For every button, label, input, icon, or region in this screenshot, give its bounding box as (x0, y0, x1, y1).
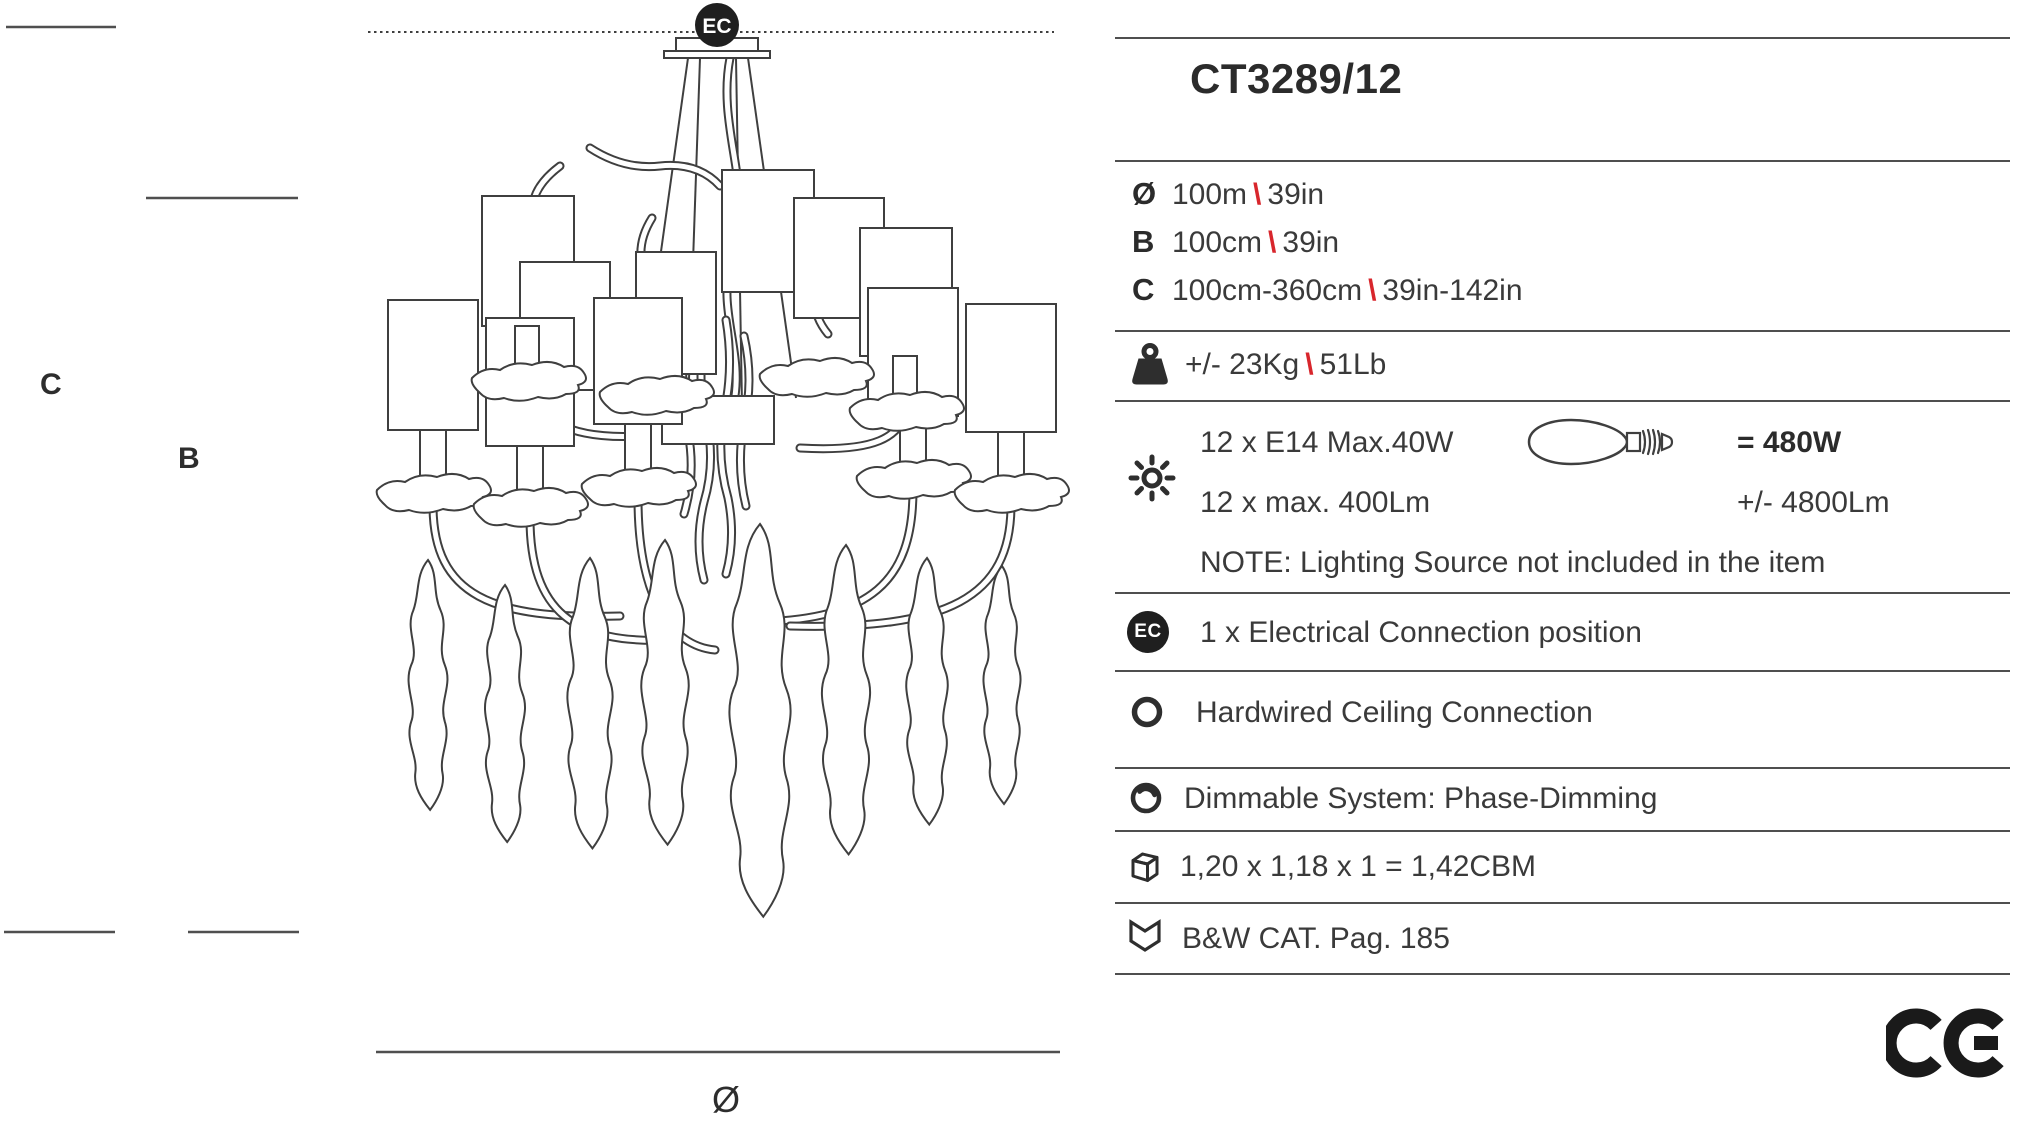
rule (1115, 973, 2010, 975)
unit-separator: \ (1368, 274, 1377, 307)
volume-text: 1,20 x 1,18 x 1 = 1,42CBM (1180, 850, 1537, 883)
ec-badge-drawing-label: EC (702, 15, 731, 38)
candle-trays (375, 325, 1070, 528)
candle-bulb-icon (1527, 418, 1674, 466)
spec-row-weight: +/- 23Kg\51Lb (1185, 348, 1387, 381)
dimension-lines (4, 25, 1060, 1054)
lumen-text: 12 x max. 400Lm (1200, 486, 1431, 519)
lighting-note-text: NOTE: Lighting Source not included in th… (1200, 546, 1826, 579)
total-lumen-text: +/- 4800Lm (1737, 486, 1890, 519)
rule (1115, 400, 2010, 402)
sun-icon (1128, 454, 1176, 502)
dimension-label-b: B (178, 442, 200, 475)
circle-icon (1131, 696, 1163, 728)
unit-separator: \ (1305, 348, 1314, 381)
rule (1115, 902, 2010, 904)
ce-mark (1886, 1008, 2004, 1078)
weight-icon (1132, 343, 1168, 385)
chandelier-technical-drawing: C B Ø (4, 3, 1070, 1120)
rule (1115, 670, 2010, 672)
lamp-count-text: 12 x E14 Max.40W (1200, 426, 1454, 459)
catalog-text: B&W CAT. Pag. 185 (1182, 922, 1450, 955)
unit-separator: \ (1253, 178, 1262, 211)
hardwired-text: Hardwired Ceiling Connection (1196, 696, 1593, 729)
ec-badge: EC (1127, 611, 1169, 653)
open-book-icon (1129, 919, 1161, 952)
unit-separator: \ (1268, 226, 1277, 259)
diameter-symbol: Ø (1132, 176, 1157, 211)
rule (1115, 37, 2010, 39)
ceiling-canopy-plate (663, 50, 771, 59)
crystal-drops (407, 522, 1022, 919)
cube-icon (1131, 852, 1159, 882)
rule (1115, 592, 2010, 594)
ec-badge-drawing (695, 3, 739, 47)
dimension-label-c: C (40, 368, 62, 401)
dimmable-text: Dimmable System: Phase-Dimming (1184, 782, 1658, 815)
product-code-title: CT3289/12 (1190, 55, 1403, 102)
rule (1115, 160, 2010, 162)
rule (1115, 830, 2010, 832)
rule (1115, 767, 2010, 769)
total-wattage-text: = 480W (1737, 426, 1842, 459)
dimension-label-diameter: Ø (712, 1079, 740, 1120)
dimmer-icon (1130, 782, 1162, 814)
rule (1115, 330, 2010, 332)
electrical-connection-text: 1 x Electrical Connection position (1200, 616, 1642, 649)
